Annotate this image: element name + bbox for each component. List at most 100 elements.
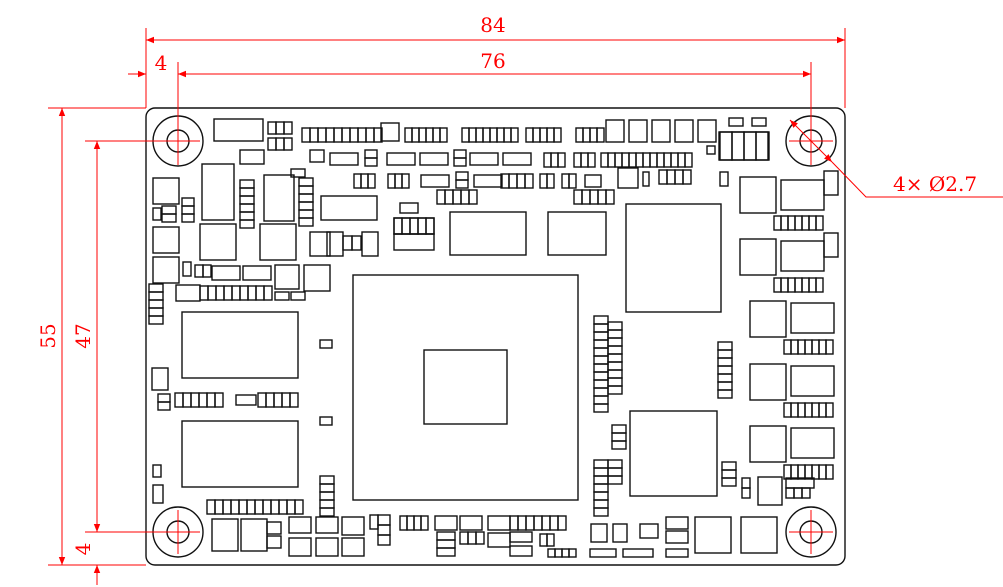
component (152, 256, 180, 284)
resistor-array (593, 355, 609, 365)
soc-thermal-pad (423, 349, 508, 425)
resistor-array (413, 515, 422, 531)
resistor-array (593, 475, 609, 485)
resistor-array (394, 173, 403, 189)
resistor-array (794, 215, 803, 231)
component (509, 545, 533, 557)
resistor-array (453, 149, 467, 159)
component (420, 174, 450, 188)
resistor-array (797, 464, 806, 480)
component (341, 537, 365, 557)
resistor-array (818, 402, 827, 418)
resistor-array (157, 401, 171, 411)
resistor-array (517, 515, 527, 531)
component (651, 119, 671, 143)
resistor-array (596, 127, 605, 143)
resistor-array (607, 345, 623, 355)
component (239, 149, 265, 165)
resistor-array (557, 515, 567, 531)
resistor-array (174, 392, 184, 408)
resistor-array (783, 464, 792, 480)
resistor-array (475, 127, 484, 143)
resistor-array (319, 475, 335, 485)
resistor-array (342, 235, 353, 251)
resistor-array (628, 152, 637, 168)
resistor-array (804, 339, 813, 355)
resistor-array (467, 531, 477, 545)
component (628, 119, 648, 143)
resistor-array (539, 173, 548, 189)
resistor-array (182, 392, 192, 408)
resistor-array (298, 217, 314, 227)
resistor-array (580, 152, 589, 168)
resistor-array (148, 283, 164, 293)
resistor-array (199, 285, 209, 301)
component (719, 171, 729, 187)
resistor-array (593, 459, 609, 469)
resistor-array (214, 392, 224, 408)
resistor-array (670, 152, 679, 168)
hatched-pad (694, 516, 732, 554)
hatched-pad (749, 363, 787, 401)
resistor-array (353, 173, 362, 189)
resistor-array (393, 233, 435, 251)
resistor-array (377, 524, 391, 536)
component (584, 174, 602, 188)
resistor-array (273, 392, 283, 408)
resistor-array (741, 477, 751, 489)
resistor-array (587, 152, 596, 168)
dim-label-47: 47 (71, 323, 95, 348)
component (757, 476, 783, 506)
resistor-array (721, 469, 737, 479)
resistor-array (508, 173, 518, 189)
resistor-array (278, 499, 288, 515)
resistor-array (206, 499, 216, 515)
dim-label-84: 84 (480, 13, 505, 37)
resistor-array (607, 467, 623, 477)
resistor-array (247, 285, 257, 301)
hatched-pad (740, 516, 778, 554)
resistor-array (674, 169, 684, 185)
component (674, 119, 694, 143)
resistor-array (377, 514, 391, 526)
resistor-array (593, 467, 609, 477)
component (152, 226, 180, 254)
resistor-array (364, 149, 378, 159)
resistor-array (475, 531, 485, 545)
resistor-array (731, 131, 745, 161)
resistor-array (425, 217, 435, 235)
board-outline (145, 107, 846, 566)
resistor-array (621, 152, 630, 168)
resistor-array (194, 264, 204, 278)
resistor-array (607, 329, 623, 339)
resistor-array (365, 127, 375, 143)
inductor (790, 302, 835, 334)
resistor-array (301, 127, 311, 143)
resistor-array (607, 385, 623, 395)
resistor-array (289, 392, 299, 408)
resistor-array (373, 127, 383, 143)
resistor-array (387, 173, 396, 189)
resistor-array (593, 323, 609, 333)
component (502, 152, 532, 166)
resistor-array (401, 217, 411, 235)
resistor-array (593, 499, 609, 509)
connector (213, 118, 264, 142)
component (590, 523, 608, 543)
component (823, 170, 839, 196)
resistor-array (246, 499, 256, 515)
resistor-array (593, 363, 609, 373)
resistor-array (607, 321, 623, 331)
resistor-array (262, 499, 272, 515)
component (290, 291, 306, 301)
resistor-array (539, 533, 548, 547)
resistor-array (547, 548, 556, 558)
resistor-array (148, 307, 164, 317)
resistor-array (460, 189, 470, 205)
resistor-array (797, 339, 806, 355)
resistor-array (267, 137, 277, 151)
resistor-array (404, 127, 413, 143)
resistor-array (436, 539, 456, 549)
component (266, 521, 282, 535)
component (459, 515, 483, 531)
